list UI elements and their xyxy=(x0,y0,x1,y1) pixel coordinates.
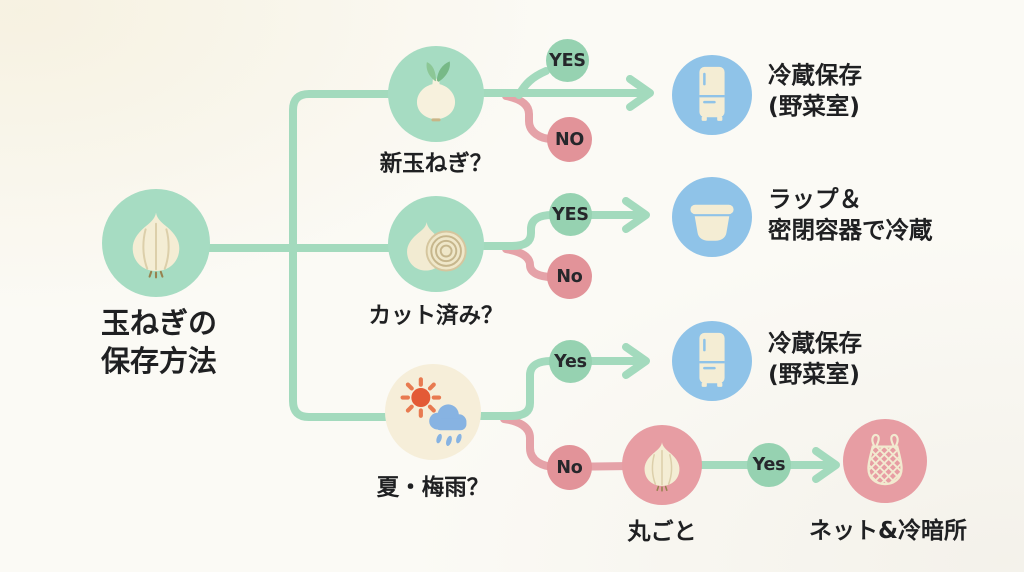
question-label-summer: 夏・梅雨？ xyxy=(376,475,490,501)
result-line: (野菜室) xyxy=(768,360,860,388)
result-line: 密閉容器で冷蔵 xyxy=(768,216,933,244)
whole-onion-label: 丸ごと xyxy=(627,519,697,545)
result-node-fridge-1 xyxy=(672,55,752,135)
yes-badge-branch3: Yes xyxy=(549,340,592,383)
edge-no-branch1 xyxy=(502,92,566,144)
root-node xyxy=(102,189,210,297)
whole-onion-node xyxy=(622,425,702,505)
result-line: ラップ＆ xyxy=(768,185,862,213)
refrigerator-icon xyxy=(675,58,749,132)
edge-yes-branch3 xyxy=(477,357,646,420)
refrigerator-icon xyxy=(675,324,749,398)
edge-no-branch2 xyxy=(502,245,566,281)
edge-yes-stem-branch1 xyxy=(515,67,550,99)
yes-badge-branch2: YES xyxy=(549,193,592,236)
question-node-cut xyxy=(388,196,484,292)
question-node-summer xyxy=(385,364,481,460)
no-badge-branch2: No xyxy=(547,254,592,299)
no-badge-branch3: No xyxy=(547,445,592,490)
arrowhead-branch3 xyxy=(622,343,650,379)
result-node-fridge-2 xyxy=(672,321,752,401)
no-badge-branch1: NO xyxy=(547,117,592,162)
net-storage-label: ネット&冷暗所 xyxy=(808,518,968,544)
result-label-fridge-2: 冷蔵保存 (野菜室) xyxy=(768,328,862,390)
cut-onion-icon xyxy=(397,205,475,283)
result-node-net xyxy=(843,419,927,503)
result-line: 冷蔵保存 xyxy=(768,329,862,357)
edge-yes-branch2 xyxy=(480,211,646,250)
arrowhead-whole xyxy=(812,447,840,483)
question-node-new-onion xyxy=(388,46,484,142)
arrowhead-branch2 xyxy=(622,197,650,233)
onion-icon xyxy=(632,435,692,495)
net-bag-icon xyxy=(849,425,921,497)
yes-badge-branch1: YES xyxy=(546,39,589,82)
page-title-line2: 保存方法 xyxy=(100,344,217,378)
yes-badge-whole: Yes xyxy=(747,443,791,487)
question-label-new-onion: 新玉ねぎ？ xyxy=(379,151,493,177)
sealed-container-icon xyxy=(676,181,748,253)
arrowhead-branch1 xyxy=(626,75,654,111)
sun-rain-icon xyxy=(395,374,471,450)
result-line: 冷蔵保存 xyxy=(768,61,862,89)
page-title-line1: 玉ねぎの xyxy=(100,306,217,340)
result-label-fridge-1: 冷蔵保存 (野菜室) xyxy=(768,60,862,122)
question-label-cut: カット済み？ xyxy=(368,303,504,329)
edge-trunk-vertical xyxy=(289,90,438,421)
result-node-container xyxy=(672,177,752,257)
onion-icon xyxy=(116,203,196,283)
page-title: 玉ねぎの 保存方法 xyxy=(40,304,278,380)
result-label-container: ラップ＆ 密閉容器で冷蔵 xyxy=(768,184,933,246)
result-line: (野菜室) xyxy=(768,92,860,120)
sprouting-onion-icon xyxy=(398,56,474,132)
